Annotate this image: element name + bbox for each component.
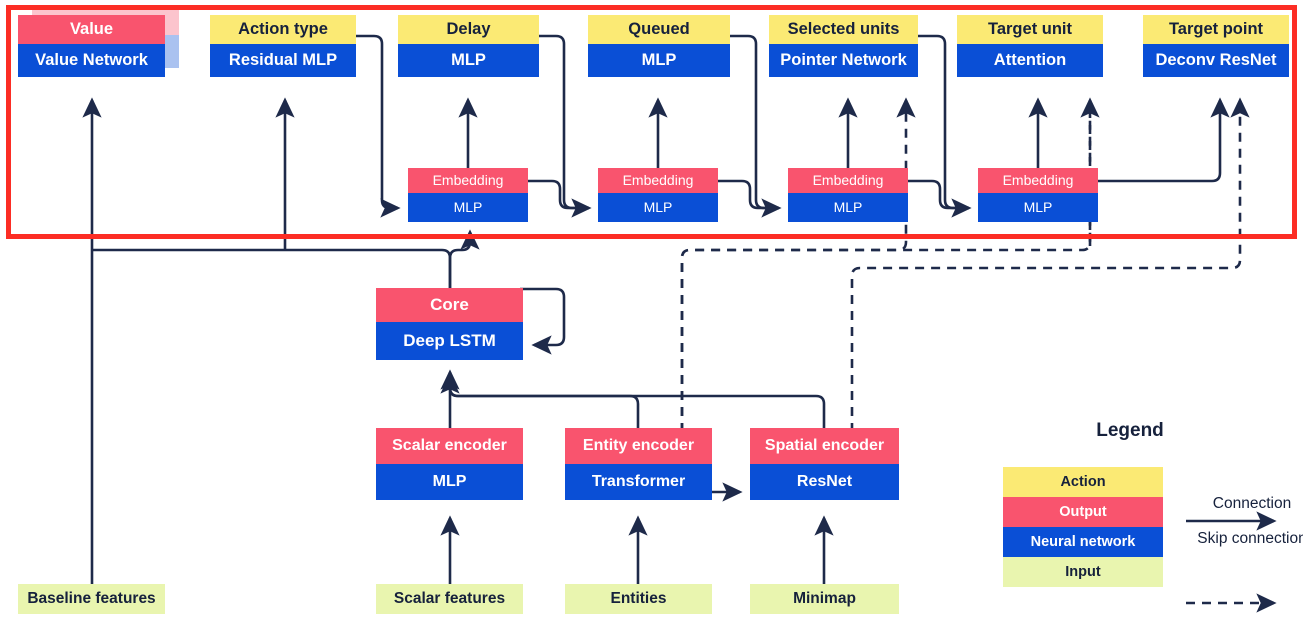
node-spatial-encoder-output-label: Spatial encoder bbox=[750, 428, 899, 464]
wire-emb4-right-to-target-point bbox=[1098, 97, 1230, 183]
node-delay-action-label: Delay bbox=[398, 15, 539, 44]
node-embedding-4[interactable]: Embedding MLP bbox=[978, 168, 1098, 222]
node-delay[interactable]: Delay MLP bbox=[398, 15, 539, 77]
node-scalar-encoder-output-label: Scalar encoder bbox=[376, 428, 523, 464]
node-selected-units-action-label: Selected units bbox=[769, 15, 918, 44]
node-scalar-encoder-network-label: MLP bbox=[376, 464, 523, 500]
node-selected-units-network-label: Pointer Network bbox=[769, 44, 918, 77]
node-input-baseline-features[interactable]: Baseline features bbox=[18, 584, 165, 614]
node-entity-encoder-output-label: Entity encoder bbox=[565, 428, 712, 464]
node-embedding-3[interactable]: Embedding MLP bbox=[788, 168, 908, 222]
node-spatial-encoder[interactable]: Spatial encoder ResNet bbox=[750, 428, 899, 500]
node-core-output-label: Core bbox=[376, 288, 523, 322]
legend-title: Legend bbox=[1096, 420, 1164, 441]
wire-core-to-embedding1 bbox=[448, 229, 480, 288]
node-embedding-3-network-label: MLP bbox=[788, 193, 908, 222]
wire-core-recurrent bbox=[520, 287, 566, 355]
node-target-unit-network-label: Attention bbox=[957, 44, 1103, 77]
node-embedding-4-network-label: MLP bbox=[978, 193, 1098, 222]
wire-emb3-to-emb4 bbox=[908, 179, 972, 218]
node-value-action-label: Value bbox=[18, 15, 165, 44]
node-queued-network-label: MLP bbox=[588, 44, 730, 77]
skip-entity-to-pointer-network bbox=[680, 97, 916, 432]
node-embedding-2-network-label: MLP bbox=[598, 193, 718, 222]
node-delay-network-label: MLP bbox=[398, 44, 539, 77]
node-action-type-action-label: Action type bbox=[210, 15, 356, 44]
node-target-unit[interactable]: Target unit Attention bbox=[957, 15, 1103, 77]
node-input-minimap[interactable]: Minimap bbox=[750, 584, 899, 614]
node-target-point[interactable]: Target point Deconv ResNet bbox=[1143, 15, 1289, 77]
node-target-point-action-label: Target point bbox=[1143, 15, 1289, 44]
node-core-network-label: Deep LSTM bbox=[376, 322, 523, 360]
node-embedding-2-output-label: Embedding bbox=[598, 168, 718, 193]
skip-spatial-to-deconv-resnet bbox=[850, 97, 1250, 432]
node-target-point-network-label: Deconv ResNet bbox=[1143, 44, 1289, 77]
node-input-scalar-features[interactable]: Scalar features bbox=[376, 584, 523, 614]
wire-emb2-to-emb3 bbox=[718, 179, 782, 218]
skip-entity-to-attention bbox=[680, 100, 1092, 432]
node-entity-encoder-network-label: Transformer bbox=[565, 464, 712, 500]
node-embedding-1-network-label: MLP bbox=[408, 193, 528, 222]
wire-queued-to-emb3 bbox=[730, 34, 779, 210]
wire-core-to-bus bbox=[92, 248, 452, 288]
legend-swatch-input: Input bbox=[1003, 557, 1163, 587]
wire-action-type-to-emb1 bbox=[355, 34, 401, 218]
legend-label-connection: Connection bbox=[1212, 495, 1292, 512]
node-core[interactable]: Core Deep LSTM bbox=[376, 288, 523, 360]
node-embedding-1[interactable]: Embedding MLP bbox=[408, 168, 528, 222]
node-input-entities[interactable]: Entities bbox=[565, 584, 712, 614]
wire-entity-encoder-to-core bbox=[440, 373, 640, 428]
wire-selected-units-to-emb4 bbox=[918, 34, 969, 210]
legend-swatch-action: Action bbox=[1003, 467, 1163, 497]
node-queued[interactable]: Queued MLP bbox=[588, 15, 730, 77]
node-embedding-3-output-label: Embedding bbox=[788, 168, 908, 193]
node-selected-units[interactable]: Selected units Pointer Network bbox=[769, 15, 918, 77]
node-scalar-encoder[interactable]: Scalar encoder MLP bbox=[376, 428, 523, 500]
node-action-type-network-label: Residual MLP bbox=[210, 44, 356, 77]
legend-label-skip-connection: Skip connection bbox=[1197, 530, 1303, 547]
wire-spatial-encoder-to-core bbox=[448, 376, 826, 428]
node-action-type[interactable]: Action type Residual MLP bbox=[210, 15, 356, 77]
node-value-network-label: Value Network bbox=[18, 44, 165, 77]
node-queued-action-label: Queued bbox=[588, 15, 730, 44]
node-embedding-1-output-label: Embedding bbox=[408, 168, 528, 193]
node-entity-encoder[interactable]: Entity encoder Transformer bbox=[565, 428, 712, 500]
node-embedding-2[interactable]: Embedding MLP bbox=[598, 168, 718, 222]
legend-swatch-neural-network: Neural network bbox=[1003, 527, 1163, 557]
wire-emb1-to-emb2 bbox=[528, 179, 592, 218]
node-embedding-4-output-label: Embedding bbox=[978, 168, 1098, 193]
node-value[interactable]: Value Value Network bbox=[18, 15, 165, 77]
node-target-unit-action-label: Target unit bbox=[957, 15, 1103, 44]
legend-swatch-output: Output bbox=[1003, 497, 1163, 527]
node-spatial-encoder-network-label: ResNet bbox=[750, 464, 899, 500]
wire-delay-to-emb2 bbox=[538, 34, 589, 210]
